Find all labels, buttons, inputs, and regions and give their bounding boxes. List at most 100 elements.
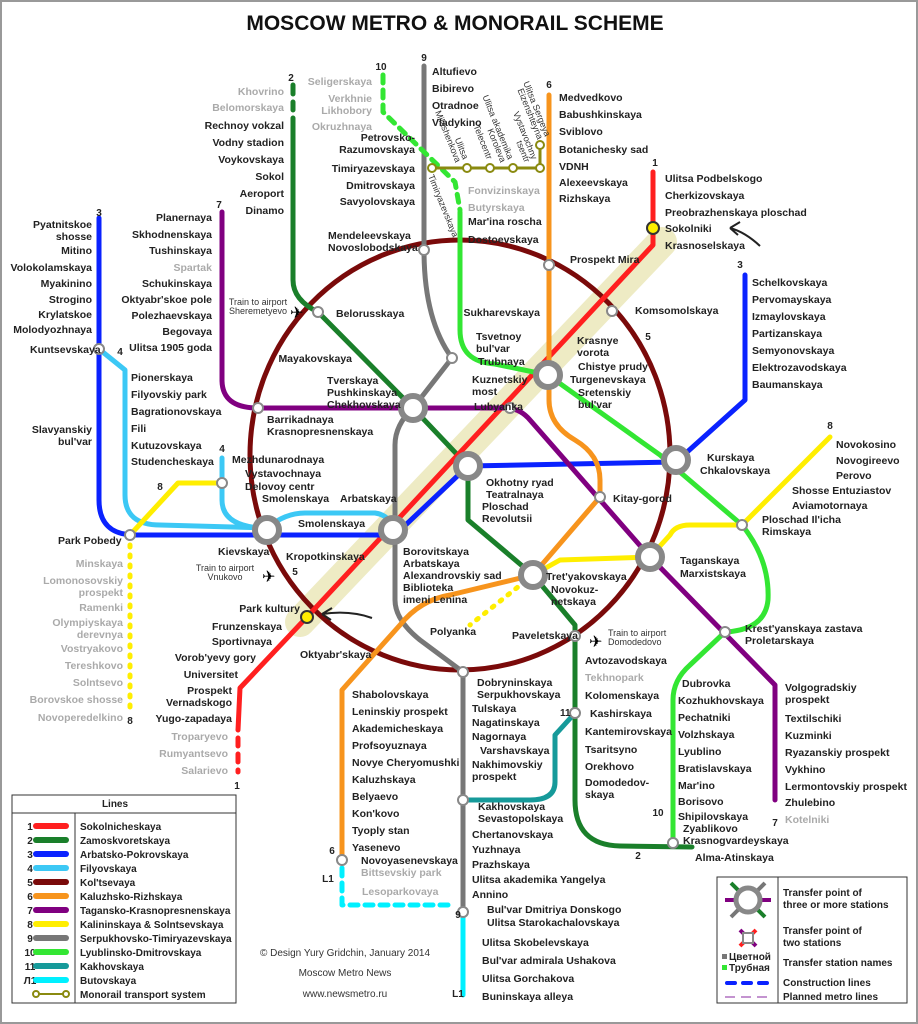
transfer-pushkinskaya[interactable]	[398, 393, 428, 423]
station-label-pushkinskaya[interactable]: Pushkinskaya	[327, 387, 397, 399]
station-label-kutuzovskaya[interactable]: Kutuzovskaya	[131, 440, 202, 452]
station-label-kakhovskaya[interactable]: Kakhovskaya	[478, 801, 545, 813]
transfer-tretyakovskaya[interactable]	[518, 560, 548, 590]
transfer-tsvetnoy[interactable]	[446, 352, 458, 364]
station-label-partizanskaya[interactable]: Partizanskaya	[752, 328, 822, 340]
station-label-vladykino[interactable]: Vladykino	[432, 117, 482, 129]
station-label-novokosino[interactable]: Novokosino	[836, 439, 896, 451]
station-label-teatralnaya[interactable]: Teatralnaya	[486, 489, 544, 501]
station-label-alma-atinskaya[interactable]: Alma-Atinskaya	[695, 852, 774, 864]
station-label-kolomenskaya[interactable]: Kolomenskaya	[585, 690, 659, 702]
station-label-smolenskaya[interactable]: Smolenskaya	[262, 493, 329, 505]
station-label-alexeevskaya[interactable]: Alexeevskaya	[559, 177, 628, 189]
station-label-park-kultury[interactable]: Park kultury	[239, 603, 300, 615]
station-label-dinamo[interactable]: Dinamo	[245, 205, 284, 217]
station-label-kotelniki[interactable]: Kotelniki	[785, 814, 829, 826]
station-label-mendeleevskaya[interactable]: Mendeleevskaya	[328, 230, 411, 242]
station-label-dostoevskaya[interactable]: Dostoevskaya	[468, 234, 539, 246]
station-label-kozhukhovskaya[interactable]: Kozhukhovskaya	[678, 695, 764, 707]
station-label-novokuz-netskaya[interactable]: Novokuz-netskaya	[551, 584, 599, 608]
transfer-novoyasenevskaya[interactable]	[336, 854, 348, 866]
station-label-taganskaya[interactable]: Taganskaya	[680, 555, 739, 567]
station-label-dmitrovskaya[interactable]: Dmitrovskaya	[346, 180, 415, 192]
station-label-lermontovskiy-prospekt[interactable]: Lermontovskiy prospekt	[785, 781, 907, 793]
station-label-novoperedelkino[interactable]: Novoperedelkino	[38, 712, 123, 724]
station-label-shipilovskaya[interactable]: Shipilovskaya	[678, 811, 748, 823]
station-label-pervomayskaya[interactable]: Pervomayskaya	[752, 294, 832, 306]
transfer-dobryninskaya[interactable]	[457, 666, 469, 678]
station-label-ulitsa-starokachalovskaya[interactable]: Ulitsa Starokachalovskaya	[487, 917, 620, 929]
station-label-volzhskaya[interactable]: Volzhskaya	[678, 729, 735, 741]
transfer-chistye-prudy[interactable]	[533, 360, 563, 390]
station-label-kashirskaya[interactable]: Kashirskaya	[590, 708, 652, 720]
station-label-kuntsevskaya[interactable]: Kuntsevskaya	[30, 344, 101, 356]
station-label-krasnogvardeyskaya[interactable]: Krasnogvardeyskaya	[683, 835, 789, 847]
station-label-otradnoe[interactable]: Otradnoe	[432, 100, 479, 112]
station-label-sviblovo[interactable]: Sviblovo	[559, 126, 603, 138]
station-label-lyublino[interactable]: Lyublino	[678, 746, 721, 758]
station-label-belyaevo[interactable]: Belyaevo	[352, 791, 398, 803]
station-label-chekhovskaya[interactable]: Chekhovskaya	[327, 399, 401, 411]
station-label-domodedov-skaya[interactable]: Domodedov-skaya	[585, 777, 650, 801]
station-label-okruzhnaya[interactable]: Okruzhnaya	[312, 121, 372, 133]
station-label-orekhovo[interactable]: Orekhovo	[585, 761, 634, 773]
station-label-turgenevskaya[interactable]: Turgenevskaya	[570, 374, 646, 386]
transfer-kuznetskiy-most[interactable]	[504, 402, 516, 414]
station-label-komsomolskaya[interactable]: Komsomolskaya	[635, 305, 719, 317]
station-label-belomorskaya[interactable]: Belomorskaya	[212, 102, 284, 114]
station-label-chistye-prudy[interactable]: Chistye prudy	[578, 361, 648, 373]
station-label-seligerskaya[interactable]: Seligerskaya	[308, 76, 372, 88]
transfer-zyablikovo[interactable]	[667, 837, 679, 849]
station-label-trubnaya[interactable]: Trubnaya	[478, 356, 525, 368]
station-label-mezhdunarodnaya[interactable]: Mezhdunarodnaya	[232, 454, 324, 466]
station-label-kantemirovskaya[interactable]: Kantemirovskaya	[585, 726, 672, 738]
station-label-tulskaya[interactable]: Tulskaya	[472, 703, 516, 715]
station-label-kievskaya[interactable]: Kievskaya	[218, 546, 270, 558]
station-label-yugo-zapadaya[interactable]: Yugo-zapadaya	[156, 713, 233, 725]
station-label-belorusskaya[interactable]: Belorusskaya	[336, 308, 404, 320]
station-label-babushkinskaya[interactable]: Babushkinskaya	[559, 109, 642, 121]
transfer-mendeleevskaya[interactable]	[418, 244, 430, 256]
station-label-troparyevo[interactable]: Troparyevo	[171, 731, 228, 743]
station-label-tereshkovo[interactable]: Tereshkovo	[65, 660, 123, 672]
transfer-prospekt-mira[interactable]	[543, 259, 555, 271]
station-label-borisovo[interactable]: Borisovo	[678, 796, 724, 808]
station-label-zhulebino[interactable]: Zhulebino	[785, 797, 835, 809]
station-label-textilschiki[interactable]: Textilschiki	[785, 713, 841, 725]
station-label-marxistskaya[interactable]: Marxistskaya	[680, 568, 746, 580]
station-label-borovskoe-shosse[interactable]: Borovskoe shosse	[30, 694, 124, 706]
station-label-botanichesky-sad[interactable]: Botanichesky sad	[559, 144, 648, 156]
station-label-sokol[interactable]: Sokol	[255, 171, 284, 183]
station-label-shabolovskaya[interactable]: Shabolovskaya	[352, 689, 429, 701]
station-label-vostryakovo[interactable]: Vostryakovo	[61, 643, 123, 655]
station-label-rimskaya[interactable]: Rimskaya	[762, 526, 811, 538]
station-label-bibirevo[interactable]: Bibirevo	[432, 83, 474, 95]
station-label-nagornaya[interactable]: Nagornaya	[472, 731, 526, 743]
station-label-solntsevo[interactable]: Solntsevo	[73, 677, 123, 689]
station-label-fili[interactable]: Fili	[131, 423, 146, 435]
station-label-novye-cheryomushki[interactable]: Novye Cheryomushki	[352, 757, 459, 769]
station-label-tekhnopark[interactable]: Tekhnopark	[585, 672, 644, 684]
station-label-lubyanka[interactable]: Lubyanka	[474, 401, 523, 413]
station-label-tverskaya[interactable]: Tverskaya	[327, 375, 379, 387]
station-label-annino[interactable]: Annino	[472, 889, 508, 901]
station-label-schukinskaya[interactable]: Schukinskaya	[142, 278, 212, 290]
station-label-filyovskiy-park[interactable]: Filyovskiy park	[131, 389, 207, 401]
station-label-akademicheskaya[interactable]: Akademicheskaya	[352, 723, 443, 735]
station-label-petrovsko-razumovskaya[interactable]: Petrovsko-Razumovskaya	[339, 132, 415, 156]
station-label-aviamotornaya[interactable]: Aviamotornaya	[792, 500, 868, 512]
station-label-salarievo[interactable]: Salarievo	[181, 765, 228, 777]
station-label-elektrozavodskaya[interactable]: Elektrozavodskaya	[752, 362, 847, 374]
station-label-planernaya[interactable]: Planernaya	[156, 212, 212, 224]
station-label-proletarskaya[interactable]: Proletarskaya	[745, 635, 814, 647]
station-label-yuzhnaya[interactable]: Yuzhnaya	[472, 844, 521, 856]
station-label-ulitsa-podbelskogo[interactable]: Ulitsa Podbelskogo	[665, 173, 762, 185]
highlight-sokolniki[interactable]	[646, 221, 660, 235]
